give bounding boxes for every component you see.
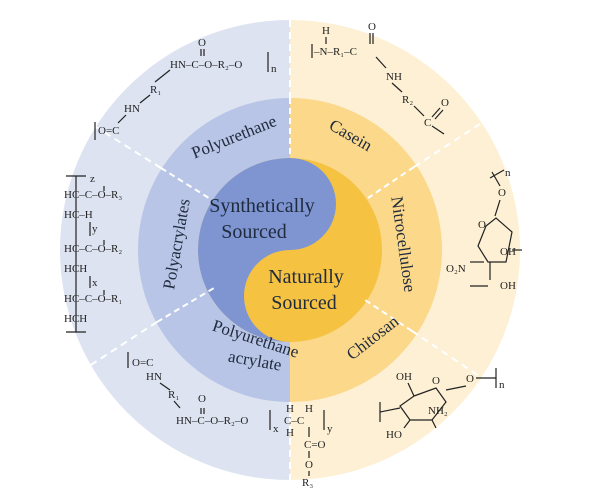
inner-dividers: [156, 98, 415, 332]
structure-chitosan: OH O O n NH₂ HO: [379, 368, 505, 441]
svg-text:O: O: [432, 375, 440, 387]
svg-text:z: z: [90, 173, 95, 185]
svg-text:R₂: R₂: [402, 94, 413, 106]
svg-text:R₃: R₃: [302, 477, 313, 489]
svg-text:n: n: [505, 167, 511, 179]
svg-text:O: O: [305, 459, 313, 471]
svg-text:HN: HN: [146, 371, 162, 383]
svg-text:O: O: [478, 219, 486, 231]
svg-text:y: y: [327, 423, 333, 435]
svg-text:HCH: HCH: [64, 263, 87, 275]
svg-text:n: n: [499, 379, 505, 391]
structure-polyurethane: O HN–C–O–R₂–O n R₁ HN O=C: [94, 37, 277, 140]
synthetic-label-line2: Sourced: [221, 221, 287, 243]
svg-text:O=C: O=C: [98, 125, 119, 137]
structure-polyurethane-acrylate: O=C HN R₁ O HN–C–O–R₂–O x H C–C H H y C=…: [127, 352, 333, 489]
svg-text:n: n: [271, 63, 277, 75]
svg-text:y: y: [92, 223, 98, 235]
svg-text:H: H: [305, 403, 313, 415]
svg-text:HN–C–O–R₂–O: HN–C–O–R₂–O: [176, 415, 248, 427]
svg-text:HO: HO: [386, 429, 402, 441]
svg-text:OH: OH: [500, 280, 516, 292]
svg-text:O: O: [498, 187, 506, 199]
svg-text:–N–R₁–C: –N–R₁–C: [313, 46, 357, 58]
svg-text:O: O: [198, 393, 206, 405]
svg-text:HC–H: HC–H: [64, 209, 93, 221]
structure-casein: H –N–R₁–C O NH R₂ C O: [311, 21, 449, 135]
svg-text:x: x: [273, 423, 279, 435]
segment-dividers: [79, 20, 489, 480]
svg-text:R₁: R₁: [150, 84, 161, 96]
structure-polyacrylates: z HC–C–O–R₃ HC–H y HC–C–O–R₂ HCH x HC–C–…: [64, 173, 122, 333]
svg-text:H: H: [322, 25, 330, 37]
svg-text:O: O: [441, 97, 449, 109]
svg-text:OH: OH: [396, 371, 412, 383]
natural-label-line2: Sourced: [271, 292, 337, 314]
svg-text:HN: HN: [124, 103, 140, 115]
svg-text:H: H: [286, 427, 294, 439]
svg-text:H: H: [286, 403, 294, 415]
svg-text:NH: NH: [386, 71, 402, 83]
svg-text:HC–C–O–R₁: HC–C–O–R₁: [64, 293, 122, 305]
svg-text:O: O: [368, 21, 376, 33]
svg-text:x: x: [92, 277, 98, 289]
svg-text:HC–C–O–R₃: HC–C–O–R₃: [64, 189, 122, 201]
svg-text:C: C: [424, 117, 431, 129]
svg-text:R₁: R₁: [168, 389, 179, 401]
svg-text:C=O: C=O: [304, 439, 326, 451]
svg-text:NH₂: NH₂: [428, 405, 448, 417]
svg-text:O=C: O=C: [132, 357, 153, 369]
core-synthetic: [198, 158, 336, 342]
structure-nitrocellulose: n O O OH OH O₂N: [446, 167, 522, 292]
svg-text:OH: OH: [500, 246, 516, 258]
natural-label-line1: Naturally: [268, 266, 344, 288]
svg-text:HC–C–O–R₂: HC–C–O–R₂: [64, 243, 122, 255]
svg-text:HCH: HCH: [64, 313, 87, 325]
synthetic-label-line1: Synthetically: [209, 195, 315, 217]
svg-text:O₂N: O₂N: [446, 263, 466, 275]
svg-text:C–C: C–C: [284, 415, 304, 427]
svg-text:O: O: [466, 373, 474, 385]
svg-text:O: O: [198, 37, 206, 49]
svg-text:HN–C–O–R₂–O: HN–C–O–R₂–O: [170, 59, 242, 71]
